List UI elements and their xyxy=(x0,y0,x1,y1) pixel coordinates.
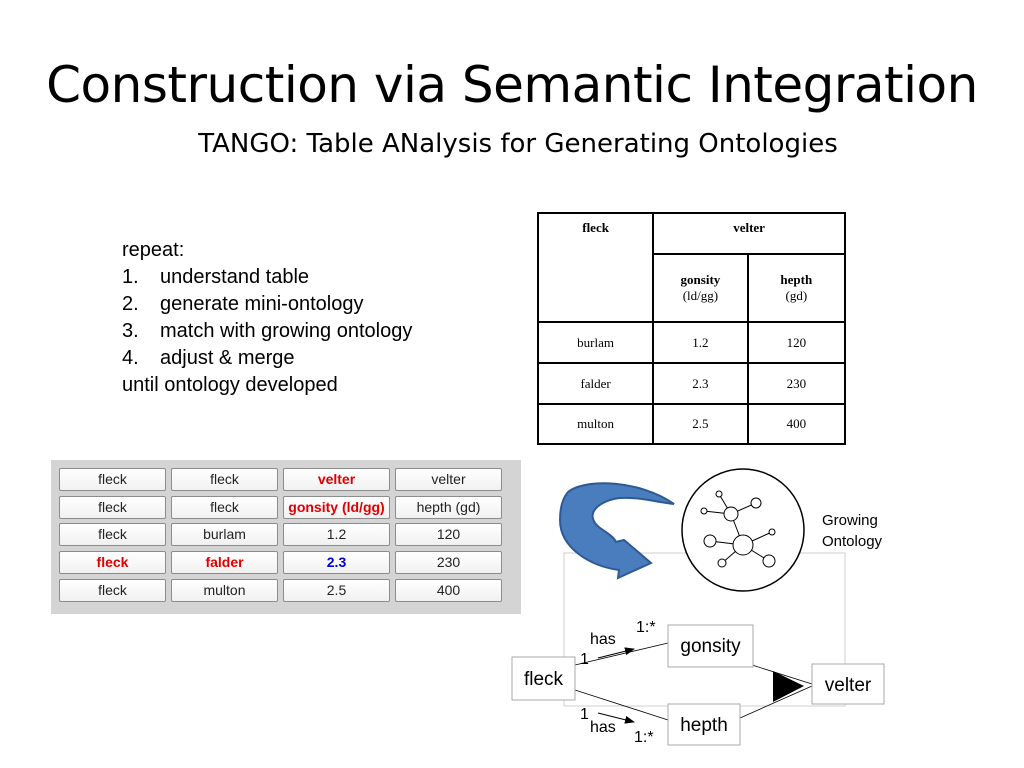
grid-cell: 1.2 xyxy=(283,523,390,546)
slide-title: Construction via Semantic Integration xyxy=(46,56,978,114)
step-number: 3. xyxy=(122,320,139,342)
grid-cell: fleck xyxy=(171,496,278,519)
hepth-name: hepth xyxy=(780,272,813,287)
grid-cell: velter xyxy=(395,468,502,491)
fleck-label: fleck xyxy=(524,669,564,690)
grid-cell: fleck xyxy=(59,579,166,602)
source-table: fleck velter gonsity(ld/gg) hepth(gd) bu… xyxy=(536,212,847,445)
gonsity-label: gonsity xyxy=(680,636,741,657)
grid-cell: gonsity (ld/gg) xyxy=(283,496,390,519)
velter-box xyxy=(811,663,885,705)
has-label-top: has xyxy=(590,631,616,648)
step-number: 4. xyxy=(122,347,139,369)
growing-ontology-icon xyxy=(681,468,805,592)
growing-label-1: Growing xyxy=(822,512,878,529)
grid-cell: 230 xyxy=(395,551,502,574)
card-one-bottom: 1 xyxy=(580,706,589,723)
grid-cell: velter xyxy=(283,468,390,491)
step-text: match with growing ontology xyxy=(160,320,413,342)
table-cell: 400 xyxy=(746,403,847,445)
card-one-top: 1 xyxy=(580,651,589,668)
table-cell: 1.2 xyxy=(652,321,749,364)
grid-cell: fleck xyxy=(59,468,166,491)
grid-cell: 400 xyxy=(395,579,502,602)
step-number: 1. xyxy=(122,266,139,288)
ontology-diagram: Growing Ontology fleck gonsity hepth vel… xyxy=(511,468,885,746)
step-text: generate mini-ontology xyxy=(160,293,364,315)
grid-cell: 2.3 xyxy=(283,551,390,574)
grid-cell: falder xyxy=(171,551,278,574)
grid-cell: fleck xyxy=(171,468,278,491)
table-cell: 120 xyxy=(746,321,847,364)
fleck-hepth-line xyxy=(574,689,669,721)
step-item: 3. match with growing ontology xyxy=(122,318,412,345)
generalization-triangle xyxy=(773,671,804,702)
table-cell: 2.3 xyxy=(652,362,749,405)
repeat-label: repeat: xyxy=(122,239,185,261)
hepth-velter-line xyxy=(739,685,813,719)
step-text: understand table xyxy=(160,266,310,288)
has-label-bottom: has xyxy=(590,719,616,736)
grid-cell: hepth (gd) xyxy=(395,496,502,519)
hepth-box xyxy=(667,703,741,746)
header-velter: velter xyxy=(652,212,846,255)
card-many-bottom: 1:* xyxy=(634,729,654,746)
table-cell: burlam xyxy=(536,321,655,364)
gonsity-velter-line xyxy=(751,664,813,685)
table-row: falder 2.3 230 xyxy=(536,362,847,405)
step-number: 2. xyxy=(122,293,139,315)
table-row: multon 2.5 400 xyxy=(536,403,847,445)
has-arrow-top xyxy=(597,647,635,659)
hepth-label: hepth xyxy=(680,715,728,736)
table-row: burlam 1.2 120 xyxy=(536,321,847,364)
header-hepth: hepth(gd) xyxy=(746,253,847,323)
grid-cell: 120 xyxy=(395,523,502,546)
step-item: 1. understand table xyxy=(122,264,412,291)
grid-cell: fleck xyxy=(59,496,166,519)
grid-cell: fleck xyxy=(59,523,166,546)
hepth-unit: (gd) xyxy=(785,288,808,303)
table-cell: 230 xyxy=(746,362,847,405)
step-item: 4. adjust & merge xyxy=(122,345,412,372)
grid-cell: fleck xyxy=(59,551,166,574)
gonsity-box xyxy=(667,624,754,668)
gonsity-name: gonsity xyxy=(680,272,721,287)
grid-cell: burlam xyxy=(171,523,278,546)
curved-arrow-icon xyxy=(558,482,675,580)
velter-label: velter xyxy=(825,675,872,696)
fleck-gonsity-line xyxy=(574,642,669,666)
card-many-top: 1:* xyxy=(636,619,656,636)
header-fleck: fleck xyxy=(536,212,655,323)
fleck-box xyxy=(511,656,576,701)
header-gonsity: gonsity(ld/gg) xyxy=(652,253,749,323)
table-cell: multon xyxy=(536,403,655,445)
has-arrow-bottom xyxy=(597,712,635,724)
growing-label-2: Ontology xyxy=(822,533,883,550)
grid-cell: multon xyxy=(171,579,278,602)
steps-list: repeat: 1. understand table 2. generate mi… xyxy=(122,237,412,399)
table-cell: 2.5 xyxy=(652,403,749,445)
grid-cell: 2.5 xyxy=(283,579,390,602)
slide-subtitle: TANGO: Table ANalysis for Generating Ont… xyxy=(198,129,838,159)
step-item: 2. generate mini-ontology xyxy=(122,291,412,318)
table-cell: falder xyxy=(536,362,655,405)
until-label: until ontology developed xyxy=(122,374,338,396)
step-text: adjust & merge xyxy=(160,347,295,369)
gonsity-unit: (ld/gg) xyxy=(682,288,719,303)
